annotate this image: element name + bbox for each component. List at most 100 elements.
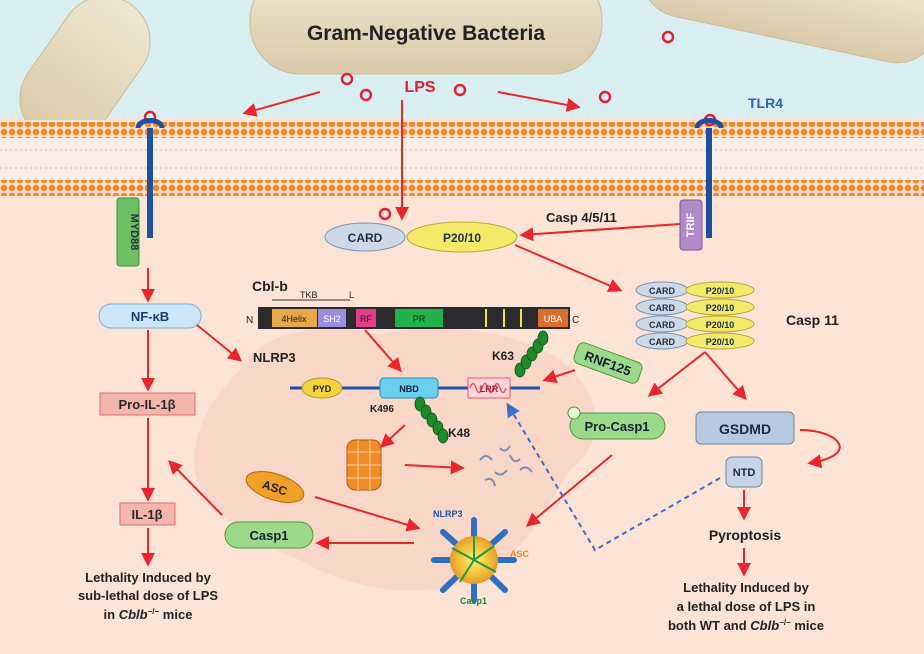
nlrp3-label: NLRP3	[253, 350, 296, 365]
il1b-label: IL-1β	[131, 507, 162, 522]
k48-to-proteasome-arrow	[379, 424, 406, 448]
p20-domain-top	[406, 221, 518, 253]
pro-il1b-label: Pro-IL-1β	[118, 397, 175, 412]
lrr-label: LRR	[480, 384, 499, 394]
cblb-motif	[503, 309, 505, 327]
pro-il1b-box	[99, 392, 196, 416]
cblb-motif	[520, 309, 522, 327]
tlr4-receptor-right	[694, 118, 724, 238]
outcome-left-line3: in Cblb−/− mice	[104, 607, 193, 622]
casp11-p20-4: P20/10	[706, 337, 735, 347]
nfkb-label: NF-κB	[131, 309, 169, 324]
outcome-right: Lethality Induced by a lethal dose of LP…	[668, 580, 824, 633]
trif-label: TRIF	[685, 213, 697, 238]
cblb-to-nlrp3-arrow	[364, 329, 402, 373]
p20-label-top: P20/10	[443, 231, 481, 245]
sh2-label: SH2	[323, 314, 341, 324]
nfkb-box	[98, 303, 202, 329]
uba-domain	[538, 309, 568, 327]
pr-domain	[395, 309, 443, 327]
inflammasome-complex	[431, 517, 517, 603]
casp11-to-gsdmd-arrow	[704, 351, 747, 401]
degradation-arrow	[404, 460, 465, 475]
inflammasome-casp1-label: Casp1	[460, 596, 487, 606]
card-domain-top	[324, 222, 406, 252]
casp11-p20-2: P20/10	[706, 303, 735, 313]
pro-casp1-box	[569, 412, 666, 440]
lps-label: LPS	[404, 79, 435, 96]
rf-domain	[356, 309, 376, 327]
outcome-left-line1: Lethality Induced by	[85, 570, 211, 585]
lps-star	[340, 72, 354, 86]
cell-membrane	[0, 120, 924, 196]
il1b-box	[119, 502, 176, 526]
outcome-right-line2: a lethal dose of LPS in	[677, 599, 816, 614]
rf-label: RF	[360, 314, 372, 324]
ntd-label: NTD	[733, 467, 756, 479]
casp11-p20-1: P20/10	[706, 286, 735, 296]
casp1-box	[224, 521, 314, 549]
asc-box: ASC	[245, 471, 305, 503]
casp11-card-1: CARD	[649, 286, 675, 296]
myd88-box	[116, 197, 140, 267]
nbd-domain	[379, 377, 439, 399]
cblb-motif	[485, 309, 487, 327]
pro-casp1-label: Pro-Casp1	[584, 419, 649, 434]
lrr-repeats	[469, 382, 507, 394]
linker-label: L	[349, 290, 354, 300]
k63-label: K63	[492, 349, 514, 363]
asc-to-inflammasome-arrow	[314, 496, 421, 532]
tlr4-label: TLR4	[748, 95, 783, 111]
gsdmd-cleavage-arrow	[799, 429, 841, 469]
casp4511-label: Casp 4/5/11	[546, 210, 617, 225]
cblb-n-terminus: N	[246, 315, 253, 326]
pyroptosis-label: Pyroptosis	[709, 527, 782, 543]
tlr4-receptor-left	[135, 118, 165, 238]
pyd-domain	[301, 377, 343, 399]
cytoplasm-cloud	[194, 328, 596, 591]
lps-star	[598, 90, 612, 104]
lps-star	[378, 207, 392, 221]
fourhelix-label: 4Helix	[281, 314, 307, 324]
casp1-label: Casp1	[249, 528, 288, 543]
outcome-left-line2: sub-lethal dose of LPS	[78, 588, 218, 603]
casp11-card-2: CARD	[649, 303, 675, 313]
pro-casp1-prodomain	[567, 406, 581, 420]
tkb-label: TKB	[300, 290, 318, 300]
lps-arrows	[242, 91, 581, 221]
proteasome	[346, 439, 382, 491]
fourhelix-domain	[272, 309, 317, 327]
rnf125-arrow	[542, 369, 576, 384]
casp11-to-procasp1-arrow	[647, 351, 706, 397]
bacterium-main	[249, 0, 603, 75]
k496-label: K496	[370, 404, 394, 415]
bacterium-right	[641, 0, 924, 64]
k48-ubiquitin-chain	[414, 396, 449, 444]
outcome-left: Lethality Induced by sub-lethal dose of …	[78, 570, 218, 622]
card-label-top: CARD	[348, 231, 383, 245]
lps-star	[359, 88, 373, 102]
k63-ubiquitin-chain	[514, 330, 549, 378]
gsdmd-box	[695, 411, 795, 445]
inflammasome-nlrp3-label: NLRP3	[433, 509, 463, 519]
casp11-card-4: CARD	[649, 337, 675, 347]
pyd-label: PYD	[313, 384, 332, 394]
outcome-right-line3: both WT and Cblb−/− mice	[668, 618, 824, 633]
ntd-feedback-dashed-arrow	[506, 402, 721, 552]
rnf125-box: RNF125	[573, 342, 643, 384]
lps-star	[453, 83, 467, 97]
inflammasome-asc-label: ASC	[510, 549, 530, 559]
myd88-label: MYD88	[128, 214, 140, 251]
outcome-right-line1: Lethality Induced by	[683, 580, 809, 595]
pr-label: PR	[413, 314, 426, 324]
gsdmd-label: GSDMD	[719, 421, 771, 437]
sh2-domain	[318, 309, 346, 327]
cblb-title: Cbl-b	[252, 278, 288, 294]
cblb-c-terminus: C	[572, 315, 579, 326]
lps-star	[661, 30, 675, 44]
procasp1-to-inflammasome-arrow	[525, 454, 613, 527]
trif-to-casp-arrow	[519, 223, 681, 242]
casp11-card-3: CARD	[649, 320, 675, 330]
